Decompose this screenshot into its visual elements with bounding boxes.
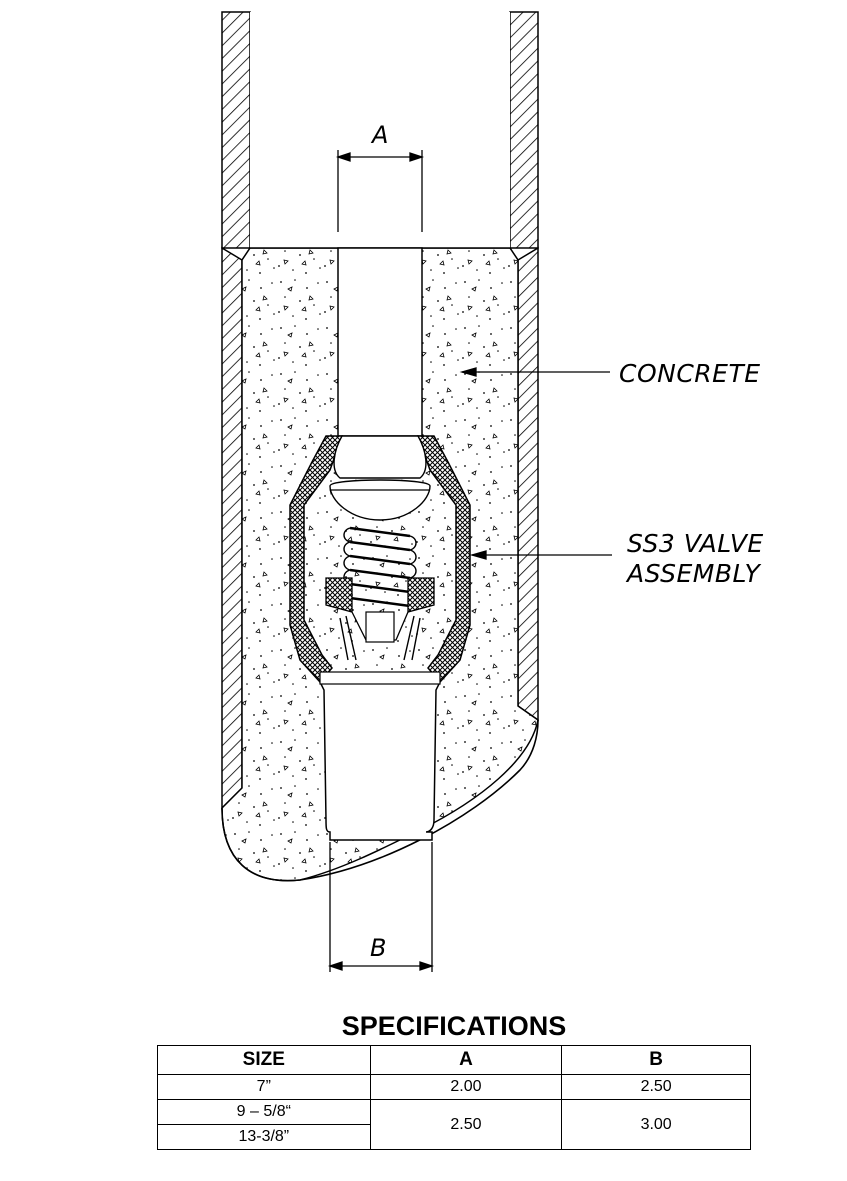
dimension-b (327, 842, 435, 972)
specifications-table: SIZE A B 7” 2.00 2.50 9 – 5/8“ 2.50 3.00… (157, 1045, 751, 1150)
casing-wall-left (221, 11, 251, 810)
dimension-b-label: B (370, 934, 386, 962)
cell-size: 13-3/8” (157, 1124, 371, 1150)
shoe-nose-outline (221, 719, 539, 882)
casing-bore (250, 12, 510, 248)
concrete-label: CONCRETE (619, 359, 761, 388)
cell-b: 3.00 (561, 1099, 751, 1150)
header-b: B (561, 1045, 751, 1075)
valve-assembly-label-line1: SS3 VALVE (627, 529, 764, 558)
specifications-title: SPECIFICATIONS (341, 1011, 567, 1041)
valve-assembly-label-line2: ASSEMBLY (625, 559, 762, 588)
concrete-leader (459, 367, 610, 377)
upper-flow-bore (337, 247, 423, 437)
spring-seat (325, 577, 435, 661)
valve-assembly-leader (469, 550, 612, 560)
dimension-a-label: A (370, 121, 388, 149)
table-header-row: SIZE A B (157, 1045, 751, 1075)
header-a: A (369, 1045, 563, 1075)
dimension-a (335, 150, 425, 232)
valve-spring (343, 526, 417, 608)
valve-diagram: A B CONCRETE SS3 VALVE ASSEMBLY (221, 11, 764, 972)
cell-a: 2.00 (369, 1074, 563, 1100)
cell-size: 7” (157, 1074, 371, 1100)
valve-body (289, 435, 471, 685)
table-row: 13-3/8” (157, 1124, 751, 1150)
cell-size: 9 – 5/8“ (157, 1099, 371, 1125)
header-size: SIZE (157, 1045, 371, 1075)
cell-b: 2.50 (561, 1074, 751, 1100)
lower-flow-bore (318, 681, 442, 841)
table-row: 7” 2.00 2.50 (157, 1074, 751, 1100)
valve-poppet (329, 435, 431, 521)
cell-a: 2.50 (369, 1099, 563, 1150)
table-row: 9 – 5/8“ 2.50 3.00 (157, 1099, 751, 1150)
